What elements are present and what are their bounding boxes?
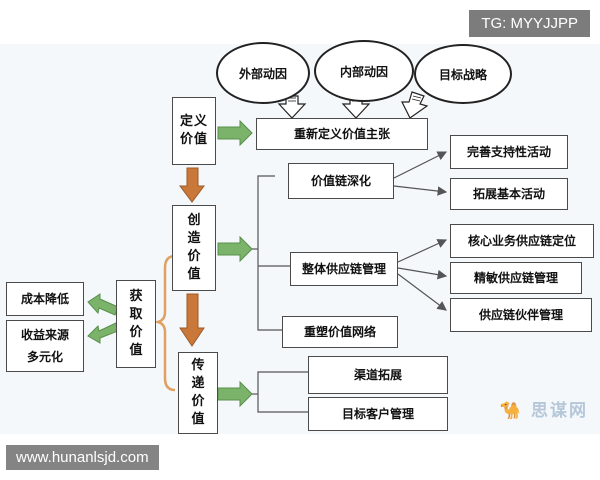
result-revenue-box: 收益来源多元化 [6, 320, 84, 372]
driver-arrow-target [401, 91, 429, 119]
driver-target-strategy: 目标战略 [414, 44, 512, 104]
result-revenue-label: 收益来源多元化 [20, 328, 69, 364]
detail-improve-label: 完善支持性活动 [466, 144, 551, 159]
outcome-integrate-label: 整体供应链管理 [301, 261, 386, 276]
driver-arrows [277, 91, 429, 119]
channel-bracket [257, 371, 308, 413]
outcome-customer-label: 目标客户管理 [341, 406, 414, 421]
green-arrows [87, 119, 253, 408]
detail-core-box: 核心业务供应链定位 [450, 224, 594, 258]
watermark-tg-text: TG: MYYJJPP [481, 15, 578, 32]
orange-arrows [179, 167, 205, 347]
watermark-url-badge: www.hunanlsjd.com [6, 445, 159, 470]
watermark-logo: 🐪 思谋网 [499, 401, 588, 421]
integrate-to-lean-arrow [397, 267, 448, 280]
stage-define-box: 定义价值 [172, 97, 216, 165]
outcome-redefine-box: 重新定义价值主张 [256, 118, 428, 150]
driver-internal: 内部动因 [314, 40, 414, 102]
stage-create-label: 创造价值 [187, 213, 201, 282]
outcome-channel-label: 渠道拓展 [353, 367, 402, 382]
detail-partner-box: 供应链伙伴管理 [450, 298, 592, 332]
outcome-redefine-label: 重新定义价值主张 [293, 126, 390, 141]
outcome-customer-box: 目标客户管理 [308, 397, 448, 431]
create-to-deliver-arrow [179, 293, 205, 347]
stage-capture-box: 获取价值 [116, 280, 156, 368]
result-cost-label: 成本降低 [20, 291, 69, 306]
watermark-url-text: www.hunanlsjd.com [16, 449, 149, 466]
value-brace [153, 254, 176, 392]
stage-capture-label: 获取价值 [129, 289, 143, 358]
detail-improve-box: 完善支持性活动 [450, 135, 568, 169]
detail-lean-label: 精敏供应链管理 [473, 270, 558, 285]
create-to-network-arrow [217, 235, 253, 263]
outcome-reshape-label: 重塑价值网络 [303, 324, 376, 339]
detail-expand-label: 拓展基本活动 [472, 186, 545, 201]
stage-create-box: 创造价值 [172, 205, 216, 291]
detail-core-label: 核心业务供应链定位 [467, 233, 576, 248]
detail-expand-box: 拓展基本活动 [450, 178, 568, 210]
deepen-to-improve-arrow [393, 151, 448, 179]
driver-internal-label: 内部动因 [339, 64, 388, 79]
stage-deliver-box: 传递价值 [178, 352, 218, 434]
deepen-to-expand-arrow [393, 185, 448, 196]
driver-external: 外部动因 [216, 42, 310, 104]
integrate-to-core-arrow [397, 239, 448, 263]
integrate-to-partner-arrow [397, 273, 447, 311]
network-bracket [257, 175, 282, 331]
detail-partner-label: 供应链伙伴管理 [478, 307, 563, 322]
outcome-deepen-label: 价值链深化 [310, 173, 371, 188]
define-to-create-arrow [179, 167, 205, 203]
result-cost-box: 成本降低 [6, 282, 84, 316]
capture-to-results-arrow-top [87, 293, 119, 316]
stage-define-label: 定义价值 [180, 114, 209, 147]
define-to-redefine-arrow [217, 119, 253, 147]
deliver-to-channels-arrow [217, 380, 253, 408]
stage-deliver-label: 传递价值 [191, 358, 205, 427]
capture-to-results-arrow-bottom [87, 322, 119, 344]
detail-lean-box: 精敏供应链管理 [450, 262, 582, 294]
outcome-integrate-box: 整体供应链管理 [290, 252, 398, 286]
driver-target-strategy-label: 目标战略 [438, 67, 487, 82]
driver-external-label: 外部动因 [238, 66, 287, 81]
outcome-reshape-box: 重塑价值网络 [282, 316, 398, 348]
outcome-deepen-box: 价值链深化 [288, 163, 394, 199]
driver-arrow-external [277, 95, 307, 119]
outcome-channel-box: 渠道拓展 [308, 356, 448, 394]
watermark-tg-badge: TG: MYYJJPP [469, 10, 590, 37]
